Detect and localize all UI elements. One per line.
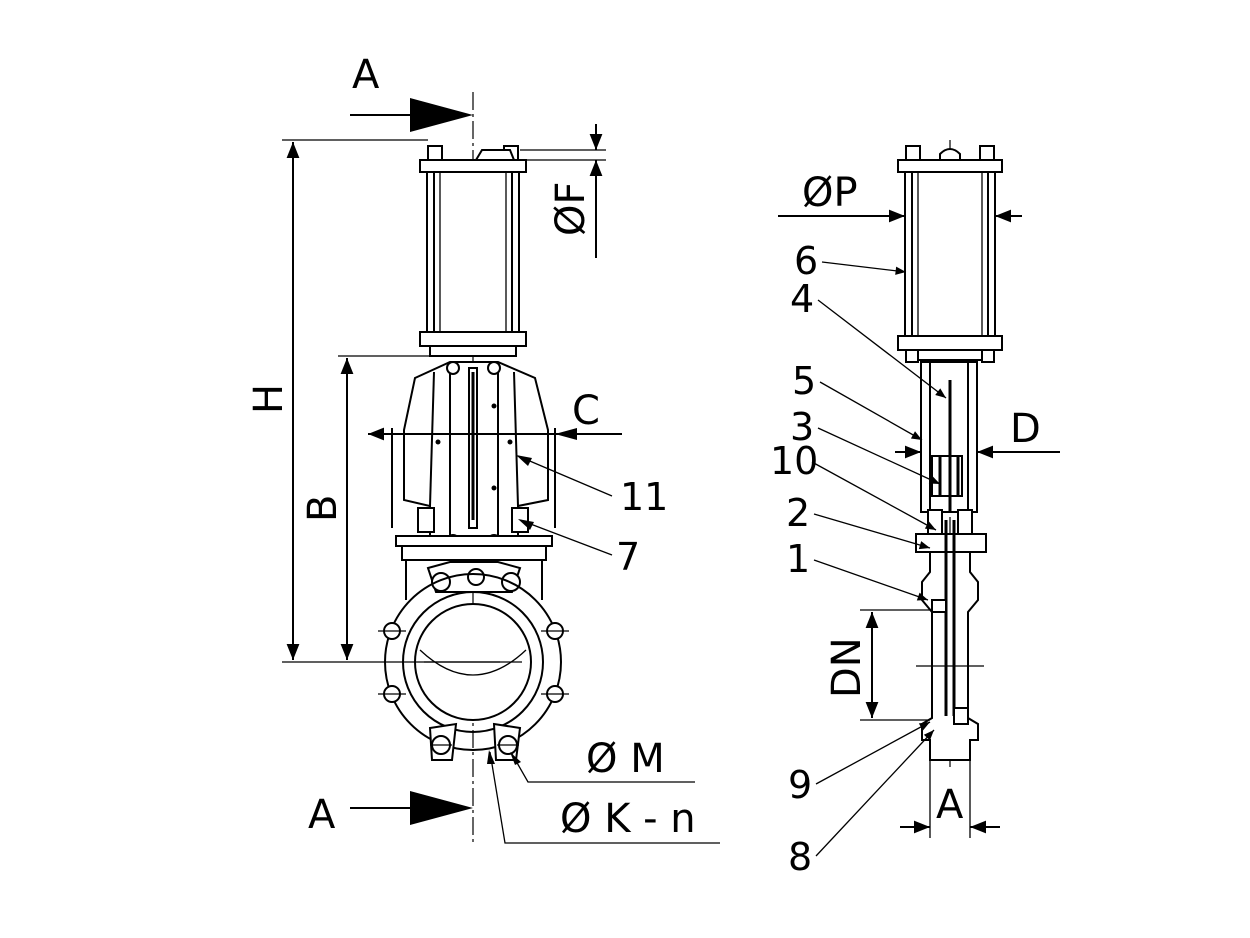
callout-3: 3 (790, 405, 941, 485)
front-view: A A (246, 52, 720, 844)
callout-10: 10 (770, 439, 937, 531)
dimension-k: Ø K - n (487, 750, 720, 844)
dimension-d: D (895, 406, 1060, 462)
dim-b-label: B (300, 495, 346, 522)
dim-c-label: C (572, 388, 600, 434)
front-yoke (391, 361, 556, 548)
dimension-c: C (368, 388, 622, 441)
svg-text:4: 4 (790, 277, 814, 321)
section-arrow-bottom: A (308, 791, 473, 838)
callout-11: 11 (516, 455, 668, 519)
dimension-m: Ø M (510, 736, 695, 783)
svg-text:1: 1 (786, 537, 810, 581)
side-view: ØP D DN A 6 (770, 140, 1060, 879)
dimension-f: ØF (520, 124, 606, 258)
dim-p-label: ØP (802, 170, 858, 216)
callout-7: 7 (518, 519, 640, 579)
callout-9: 9 (788, 721, 931, 807)
dim-d-label: D (1010, 406, 1041, 452)
dimension-dn: DN (824, 609, 930, 721)
svg-text:10: 10 (770, 439, 818, 483)
svg-text:6: 6 (794, 239, 818, 283)
section-arrow-top: A (350, 52, 473, 132)
dim-m-label: Ø M (586, 736, 665, 782)
svg-text:11: 11 (620, 475, 668, 519)
side-yoke (915, 361, 987, 553)
front-gland-plate (395, 535, 553, 561)
side-body (916, 520, 984, 761)
svg-text:8: 8 (788, 835, 812, 879)
svg-text:3: 3 (790, 405, 814, 449)
front-actuator-cylinder (419, 145, 527, 357)
side-actuator (897, 145, 1003, 363)
dim-k-label: Ø K - n (560, 796, 696, 842)
svg-text:7: 7 (616, 535, 640, 579)
svg-text:5: 5 (792, 359, 816, 403)
dimension-b: B (300, 355, 430, 660)
svg-text:9: 9 (788, 763, 812, 807)
dim-h-label: H (246, 384, 292, 414)
dimension-p: ØP (778, 170, 1022, 223)
callout-1: 1 (786, 537, 929, 601)
dim-a-label: A (936, 782, 964, 828)
dimension-a: A (900, 760, 1000, 838)
dim-dn-label: DN (824, 637, 870, 698)
section-label-top: A (352, 52, 380, 98)
callout-6: 6 (794, 239, 907, 283)
callout-5: 5 (792, 359, 923, 441)
callout-4: 4 (790, 277, 947, 399)
callout-8: 8 (788, 729, 935, 879)
dimension-h: H (246, 139, 500, 663)
section-label-bottom: A (308, 792, 336, 838)
dim-f-label: ØF (548, 182, 594, 237)
svg-text:2: 2 (786, 491, 810, 535)
callout-2: 2 (786, 491, 931, 550)
